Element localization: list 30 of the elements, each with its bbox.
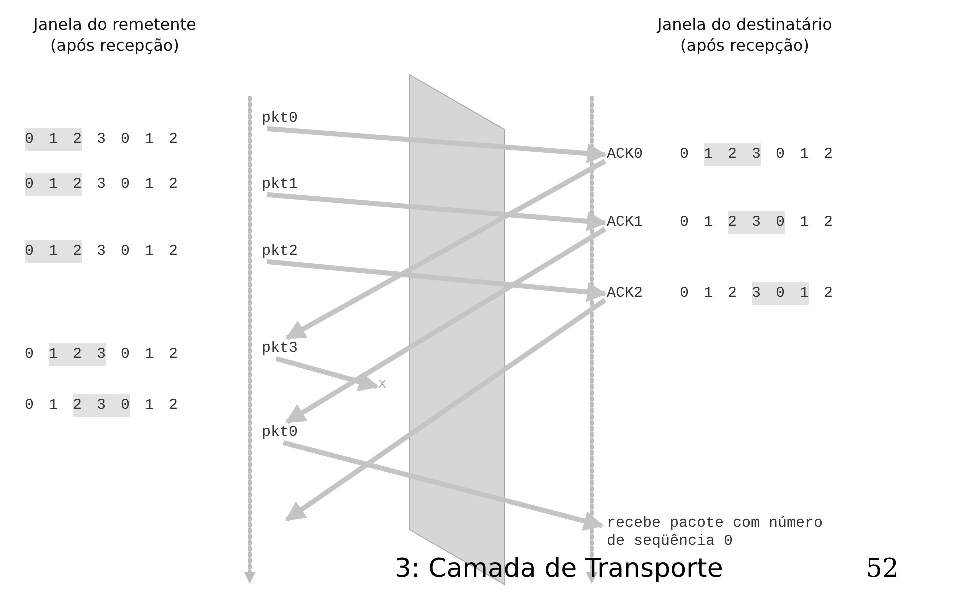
ack-label: ACK2: [607, 285, 644, 303]
message-label: pkt0: [262, 110, 298, 128]
column-heading: Janela do destinatário (após recepção): [656, 14, 834, 56]
arrow: [282, 440, 604, 531]
ack-label: ACK1: [607, 214, 644, 232]
message-label: pkt3: [262, 340, 298, 358]
sequence-window: 0 1 2 3 0 1 2: [25, 346, 178, 364]
sequence-window: 0 1 2 3 0 1 2: [25, 243, 178, 261]
arrow: [285, 298, 607, 522]
arrow: [285, 159, 606, 340]
arrow: [267, 126, 608, 164]
message-label: pkt0: [262, 424, 298, 442]
arrow: [267, 259, 608, 302]
sequence-window: 0 1 2 3 0 1 2: [680, 214, 834, 232]
sequence-window: 0 1 2 3 0 1 2: [25, 131, 178, 149]
sequence-window: 0 1 2 3 0 1 2: [25, 397, 178, 415]
sequence-window: 0 1 2 3 0 1 2: [25, 176, 178, 194]
sequence-window: 0 1 2 3 0 1 2: [680, 285, 834, 303]
message-label: pkt1: [262, 176, 298, 194]
page-number: 52: [866, 554, 900, 584]
loss-mark: x: [378, 376, 388, 394]
arrow: [276, 356, 380, 392]
note-text: recebe pacote com número de seqüência 0: [607, 515, 847, 551]
ack-label: ACK0: [607, 146, 644, 164]
message-label: pkt2: [262, 243, 298, 261]
footer-title: 3: Camada de Transporte: [395, 554, 724, 584]
sequence-window: 0 1 2 3 0 1 2: [680, 146, 834, 164]
arrow: [267, 192, 608, 232]
arrow: [286, 227, 606, 424]
column-heading: Janela do remetente (após recepção): [32, 14, 198, 56]
